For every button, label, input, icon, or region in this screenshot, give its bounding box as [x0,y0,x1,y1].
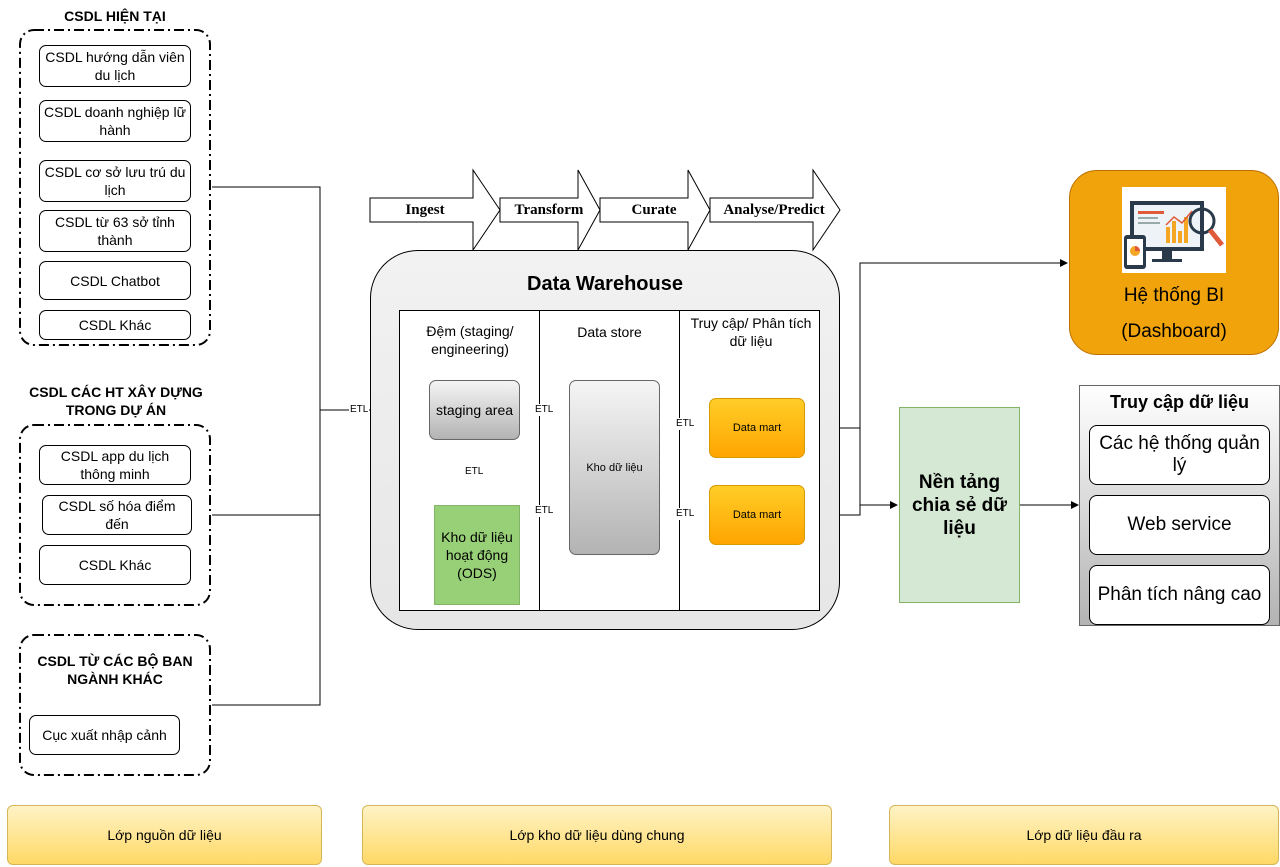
pipeline-label: Analyse/Predict [723,201,825,218]
warehouse-title: Data Warehouse [527,272,683,295]
source-item[interactable]: CSDL hướng dẫn viên du lịch [39,45,191,87]
pipeline-arrow-ingest [369,168,501,252]
pipeline-label: Curate [631,201,677,218]
access-item[interactable]: Web service [1089,495,1270,555]
data-mart[interactable]: Data mart [709,398,805,458]
pipeline-arrow-analyse [709,168,841,252]
etl-label: ETL [534,404,555,416]
source-item[interactable]: CSDL app du lịch thông minh [39,445,191,485]
etl-label: ETL [675,418,696,430]
etl-label: ETL [464,466,485,478]
data-store-box[interactable]: Kho dữ liệu [569,380,660,555]
etl-label: ETL [534,505,555,517]
pipeline-arrow-curate [599,169,711,251]
bi-subtitle: (Dashboard) [1121,321,1227,342]
source-item[interactable]: CSDL Khác [39,310,191,340]
group-title-other: CSDL TỪ CÁC BỘ BAN NGÀNH KHÁC [37,653,193,687]
staging-area[interactable]: staging area [429,380,520,440]
pipeline-label: Transform [514,201,584,218]
bi-title: Hệ thống BI [1123,285,1225,306]
column-header-store: Data store [577,324,642,340]
pipeline-arrow-transform [499,169,601,251]
layer-label-output: Lớp dữ liệu đầu ra [889,805,1279,865]
access-item[interactable]: Phân tích nâng cao [1089,565,1270,625]
ods-box[interactable]: Kho dữ liệu hoạt động (ODS) [434,505,520,605]
group-border-project [19,424,211,606]
source-item[interactable]: CSDL doanh nghiệp lữ hành [39,100,191,142]
access-item[interactable]: Các hệ thống quản lý [1089,425,1270,485]
group-border-other [19,634,211,776]
column-divider [539,310,540,611]
column-header-access: Truy cập/ Phân tích dữ liệu [690,315,812,349]
layer-label-source: Lớp nguồn dữ liệu [7,805,322,865]
group-border-current [19,29,211,346]
source-item[interactable]: CSDL Khác [39,545,191,585]
pipeline-label: Ingest [405,201,445,218]
group-title-current: CSDL HIỆN TẠI [64,8,166,24]
layer-label-warehouse: Lớp kho dữ liệu dùng chung [362,805,832,865]
column-divider [679,310,680,611]
data-access-title: Truy cập dữ liệu [1109,391,1250,412]
source-item[interactable]: CSDL Chatbot [39,261,191,300]
dashboard-icon [1122,187,1226,273]
group-title-project: CSDL CÁC HT XÂY DỰNG TRONG DỰ ÁN [29,384,203,418]
source-item[interactable]: CSDL số hóa điểm đến [42,495,192,535]
source-item[interactable]: CSDL từ 63 sở tỉnh thành [39,210,191,252]
sharing-platform[interactable]: Nền tảng chia sẻ dữ liệu [899,407,1020,603]
column-header-staging: Đệm (staging/ engineering) [426,323,514,357]
etl-label: ETL [675,508,696,520]
data-mart[interactable]: Data mart [709,485,805,545]
etl-label: ETL [349,404,370,416]
source-item[interactable]: CSDL cơ sở lưu trú du lịch [39,160,191,202]
source-item[interactable]: Cục xuất nhập cảnh [29,715,180,755]
